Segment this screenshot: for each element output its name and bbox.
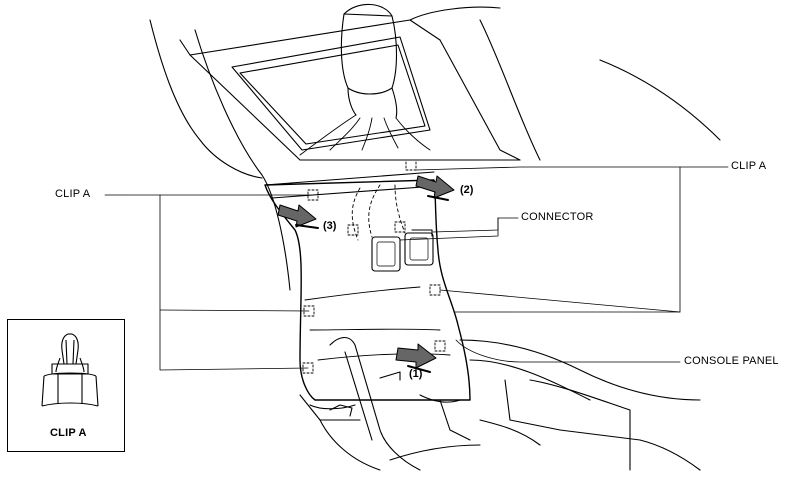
label-clip-a-left: CLIP A [55,188,91,200]
label-console-panel: CONSOLE PANEL [684,355,779,367]
connector-socket-left [371,236,401,272]
step-3-label: (3) [323,220,337,232]
arrow-icon-3 [277,204,319,229]
leader-lines [104,166,729,371]
arrow-icon-1 [395,343,437,373]
upper-console-outline [149,19,521,179]
label-connector: CONNECTOR [521,211,594,223]
label-clip-a-right: CLIP A [731,160,767,172]
step-1-label: (1) [409,368,423,380]
arrow-icon-2 [415,175,455,201]
connector-socket-right [404,229,434,266]
panel-top-band [264,171,437,199]
clip-a-inset: CLIP A [7,319,125,452]
clip-icon [41,333,99,407]
shift-boot [299,114,431,156]
tunnel-sides [194,6,721,291]
inset-label: CLIP A [50,427,87,439]
clip-markers [302,159,446,374]
shift-knob [340,3,398,119]
step-2-label: (2) [460,184,474,196]
lower-console [299,336,701,471]
panel-inner-lines [304,286,451,361]
console-panel [264,179,471,401]
